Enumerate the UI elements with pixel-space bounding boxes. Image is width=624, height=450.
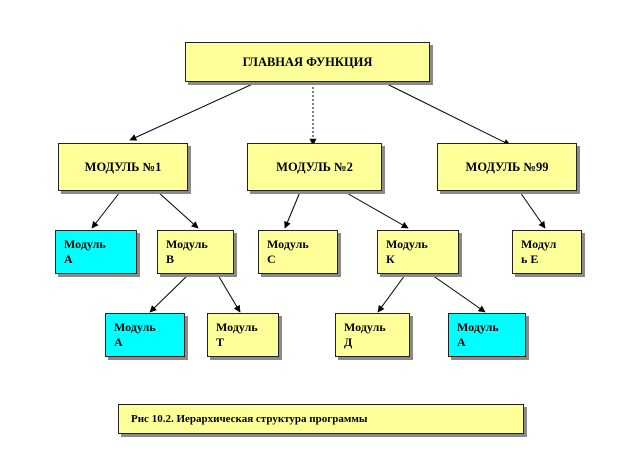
leaf-module-c: Модуль С [258, 230, 338, 274]
arrow-module-99-to-e [519, 191, 546, 229]
module-99-label: МОДУЛЬ №99 [465, 159, 549, 174]
figure-caption: Рис 10.2. Иерархическая структура програ… [118, 404, 524, 434]
leaf-module-k: Модуль К [377, 230, 459, 274]
root-node-label: ГЛАВНАЯ ФУНКЦИЯ [242, 54, 373, 69]
leaf-module-d: Модуль Д [335, 313, 410, 357]
arrow-root-to-module-1 [129, 82, 256, 141]
arrow-root-to-module-99 [384, 82, 511, 146]
leaf-module-e: Модул ь Е [512, 230, 582, 274]
module-2-label: МОДУЛЬ №2 [276, 159, 353, 174]
arrow-b-to-t [217, 274, 241, 313]
leaf-module-a-2: Модуль А [105, 313, 185, 357]
figure-caption-text: Рис 10.2. Иерархическая структура програ… [131, 413, 368, 425]
arrow-b-to-a [149, 274, 189, 313]
module-1-label: МОДУЛЬ №1 [84, 159, 162, 174]
leaf-module-b: Модуль В [157, 230, 234, 274]
leaf-module-a-3: Модуль А [448, 313, 526, 357]
root-node: ГЛАВНАЯ ФУНКЦИЯ [185, 42, 430, 82]
arrow-module-1-to-b [157, 191, 199, 229]
arrow-k-to-d [377, 274, 406, 313]
arrow-module-2-to-k [344, 191, 409, 229]
arrow-module-1-to-a [91, 191, 121, 229]
module-2-node: МОДУЛЬ №2 [247, 143, 382, 191]
module-99-node: МОДУЛЬ №99 [437, 143, 577, 191]
leaf-module-a-1: Модуль А [55, 230, 137, 274]
leaf-module-t: Модуль Т [207, 313, 279, 357]
arrow-k-to-a [431, 274, 486, 313]
module-1-node: МОДУЛЬ №1 [58, 143, 188, 191]
arrow-module-2-to-c [284, 191, 301, 229]
